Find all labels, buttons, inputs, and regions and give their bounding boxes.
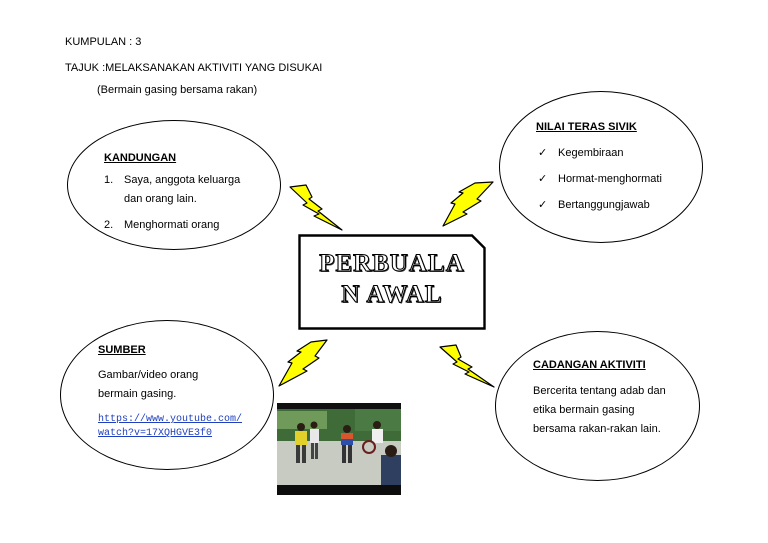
lightning-bolt-icon — [441, 180, 495, 228]
lightning-bolt-icon — [438, 343, 496, 389]
kandungan-heading: KANDUNGAN — [104, 151, 254, 165]
link-line: https://www.youtube.com/ — [98, 413, 248, 427]
list-item: ✓ Kegembiraan — [536, 140, 696, 166]
group-label: KUMPULAN : 3 — [65, 36, 141, 49]
gasing-photo — [277, 403, 401, 495]
check-icon: ✓ — [538, 192, 547, 218]
item-number: 1. — [104, 171, 113, 190]
list-item: 1. Saya, anggota keluarga dan orang lain… — [104, 171, 254, 209]
kandungan-bubble: KANDUNGAN 1. Saya, anggota keluarga dan … — [67, 120, 281, 250]
list-item: 2. Menghormati orang — [104, 216, 254, 235]
link-line: watch?v=17XQHGVE3f0 — [98, 427, 248, 441]
youtube-link[interactable]: https://www.youtube.com/ watch?v=17XQHGV… — [98, 413, 248, 441]
sumber-heading: SUMBER — [98, 343, 248, 357]
list-item: ✓ Hormat-menghormati — [536, 166, 696, 192]
item-text: Kegembiraan — [558, 147, 623, 159]
sumber-text: Gambar/video orang bermain gasing. — [98, 366, 218, 404]
item-number: 2. — [104, 216, 113, 235]
lightning-bolt-icon — [277, 338, 329, 388]
center-title-line: N AWAL — [298, 279, 486, 310]
nilai-list: ✓ Kegembiraan ✓ Hormat-menghormati ✓ Bertan… — [536, 140, 696, 218]
sumber-bubble: SUMBER Gambar/video orang bermain gasing… — [60, 320, 274, 470]
item-text: Bertanggungjawab — [558, 199, 650, 211]
center-title-line: PERBUALA — [298, 248, 486, 279]
kandungan-list: 1. Saya, anggota keluarga dan orang lain… — [104, 171, 254, 235]
lightning-bolt-icon — [288, 184, 344, 232]
check-icon: ✓ — [538, 166, 547, 192]
nilai-heading: NILAI TERAS SIVIK — [536, 120, 696, 134]
cadangan-text: Bercerita tentang adab dan etika bermain… — [533, 382, 675, 439]
check-icon: ✓ — [538, 140, 547, 166]
list-item: ✓ Bertanggungjawab — [536, 192, 696, 218]
center-title: PERBUALA N AWAL — [298, 248, 486, 310]
nilai-bubble: NILAI TERAS SIVIK ✓ Kegembiraan ✓ Hormat-m… — [499, 91, 703, 243]
item-text: Menghormati orang — [124, 219, 219, 231]
item-text: Hormat-menghormati — [558, 173, 662, 185]
item-text: Saya, anggota keluarga dan orang lain. — [124, 174, 240, 205]
title-label: TAJUK :MELAKSANAKAN AKTIVITI YANG DISUKA… — [65, 62, 322, 75]
subtitle-label: (Bermain gasing bersama rakan) — [97, 84, 257, 97]
cadangan-bubble: CADANGAN AKTIVITI Bercerita tentang adab… — [495, 331, 700, 481]
cadangan-heading: CADANGAN AKTIVITI — [533, 358, 683, 372]
